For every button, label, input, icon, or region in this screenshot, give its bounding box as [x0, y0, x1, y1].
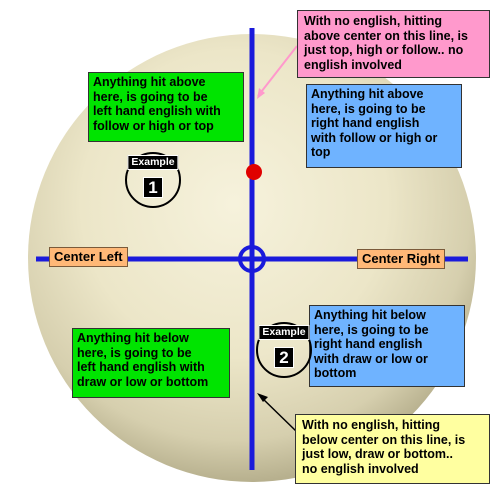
center-target-ring [238, 245, 266, 273]
top-note-pointer [257, 45, 298, 97]
bottom-note-pointer [259, 395, 298, 433]
example-2-tag: Example [258, 325, 310, 340]
example-1-tag: Example [127, 155, 179, 170]
bottom-center-note: With no english, hitting below center on… [295, 414, 490, 484]
bottom-note-arrowhead [257, 393, 268, 402]
top-note-arrowhead [257, 88, 265, 99]
bottom-right-note: Anything hit below here, is going to be … [309, 305, 465, 387]
strike-point-marker [246, 164, 262, 180]
example-1-number: 1 [143, 177, 163, 198]
example-2-number: 2 [274, 347, 294, 368]
example-1-marker: Example 1 [125, 152, 181, 208]
center-right-label: Center Right [357, 249, 445, 269]
center-left-label: Center Left [49, 247, 128, 267]
top-left-note: Anything hit above here, is going to be … [88, 72, 244, 142]
top-center-note: With no english, hitting above center on… [297, 10, 490, 78]
top-right-note: Anything hit above here, is going to be … [306, 84, 462, 168]
bottom-left-note: Anything hit below here, is going to be … [72, 328, 230, 398]
example-2-marker: Example 2 [256, 322, 312, 378]
